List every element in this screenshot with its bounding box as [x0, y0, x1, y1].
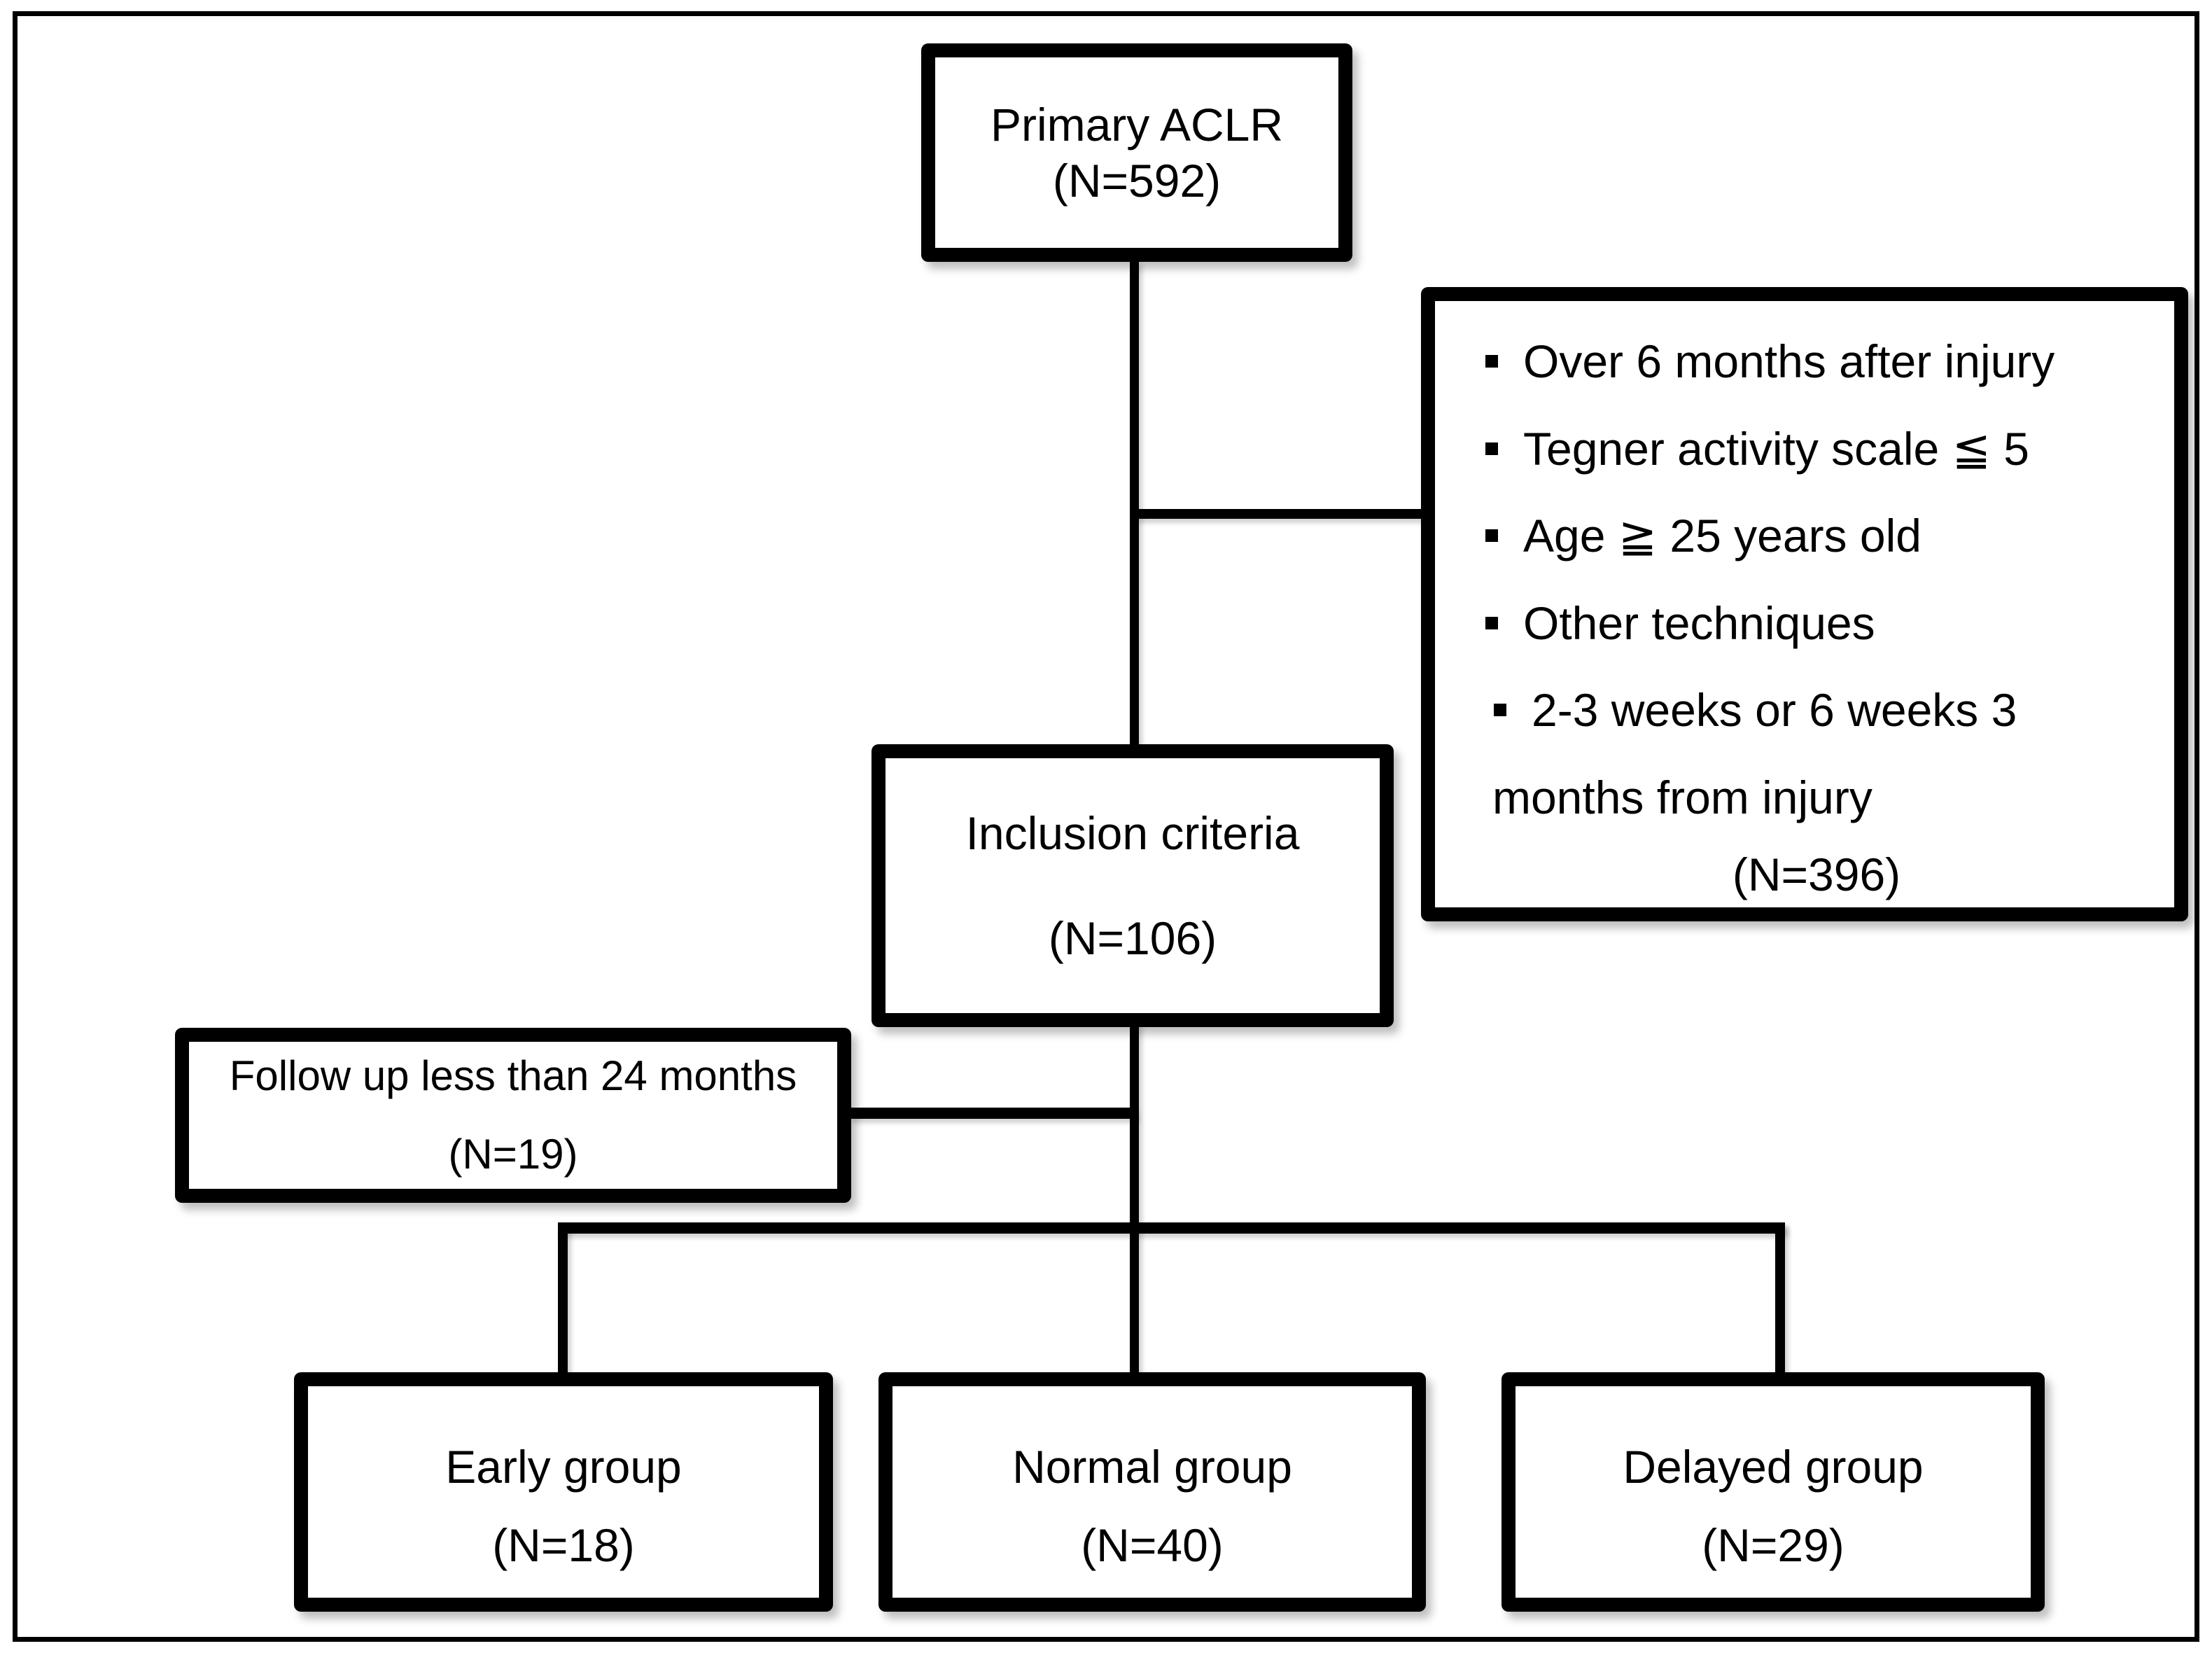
inclusion-criteria-box: Inclusion criteria (N=106)	[872, 744, 1394, 1027]
exclusion-item: Over 6 months after injury	[1485, 318, 2148, 405]
exclusion-item-label: Over 6 months after injury	[1523, 335, 2055, 388]
exclusion-item: Age ≧ 25 years old	[1485, 492, 2148, 580]
exclusion-item-label: 2-3 weeks or 6 weeks 3	[1532, 684, 2017, 737]
figure-border	[13, 11, 2199, 1642]
early-group-label: Early group	[445, 1441, 682, 1493]
exclusion-item: 2-3 weeks or 6 weeks 3	[1485, 667, 2148, 754]
inclusion-criteria-label: Inclusion criteria	[965, 807, 1300, 859]
exclusion-criteria-box: Over 6 months after injury Tegner activi…	[1421, 287, 2188, 921]
exclusion-item-label: Other techniques	[1523, 597, 1875, 649]
exclusion-item: Other techniques	[1485, 580, 2148, 667]
exclusion-item-label: Age ≧ 25 years old	[1523, 510, 1921, 562]
followup-count: (N=19)	[448, 1131, 578, 1178]
normal-group-count: (N=40)	[1081, 1519, 1224, 1571]
square-bullet-icon	[1494, 704, 1506, 717]
connector-branch-to-exclusion	[1134, 509, 1422, 519]
normal-group-label: Normal group	[1012, 1441, 1292, 1493]
exclusion-item-continuation: months from injury	[1485, 754, 2148, 842]
delayed-group-label: Delayed group	[1623, 1441, 1924, 1493]
connector-drop-delayed-group	[1775, 1222, 1785, 1376]
connector-inclusion-to-groups	[1130, 1022, 1139, 1379]
early-group-box: Early group (N=18)	[294, 1372, 833, 1612]
exclusion-item-label: months from injury	[1492, 771, 1872, 823]
followup-exclusion-box: Follow up less than 24 months (N=19)	[175, 1028, 851, 1203]
primary-aclr-label: Primary ACLR	[990, 99, 1284, 151]
square-bullet-icon	[1485, 355, 1498, 368]
connector-distribution-line	[558, 1222, 1785, 1234]
exclusion-item: Tegner activity scale ≦ 5	[1485, 405, 2148, 493]
connector-primary-to-inclusion	[1130, 260, 1139, 748]
exclusion-item-label: Tegner activity scale ≦ 5	[1523, 422, 2029, 475]
connector-branch-to-followup	[848, 1108, 1135, 1119]
square-bullet-icon	[1485, 616, 1498, 629]
followup-label: Follow up less than 24 months	[229, 1052, 797, 1099]
primary-aclr-box: Primary ACLR (N=592)	[921, 43, 1352, 262]
square-bullet-icon	[1485, 529, 1498, 543]
delayed-group-count: (N=29)	[1702, 1519, 1844, 1571]
early-group-count: (N=18)	[492, 1519, 635, 1571]
inclusion-criteria-count: (N=106)	[1048, 912, 1217, 964]
delayed-group-box: Delayed group (N=29)	[1502, 1372, 2045, 1612]
exclusion-count: (N=396)	[1732, 848, 1901, 900]
square-bullet-icon	[1485, 442, 1498, 455]
connector-drop-early-group	[558, 1222, 568, 1376]
primary-aclr-count: (N=592)	[1052, 155, 1222, 207]
normal-group-box: Normal group (N=40)	[878, 1372, 1426, 1612]
